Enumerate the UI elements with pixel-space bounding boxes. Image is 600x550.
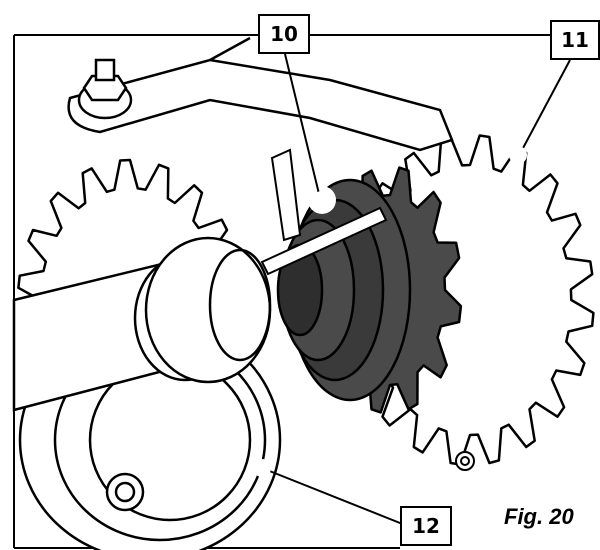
leader-dots: [253, 146, 527, 477]
hex-nut: [455, 451, 475, 471]
retaining-pin: [260, 148, 388, 276]
lever-arm: [67, 36, 454, 152]
figure-caption: Fig. 20: [504, 504, 574, 529]
drive-shaft: [12, 236, 272, 412]
callout-10: 10: [258, 14, 310, 54]
callout-12: 12: [400, 506, 452, 546]
leader-lines: [261, 53, 571, 526]
callout-11: 11: [550, 20, 600, 60]
